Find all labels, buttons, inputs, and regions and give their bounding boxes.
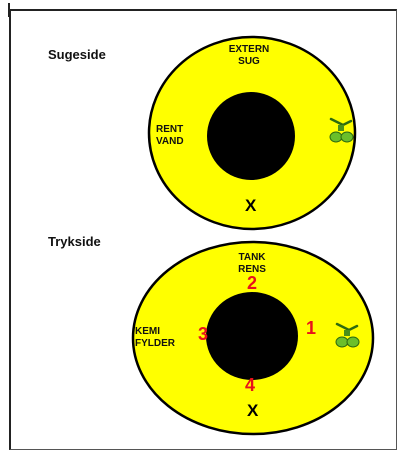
position-4: 4	[245, 375, 256, 395]
pressure-side-title: Trykside	[48, 234, 101, 249]
frame-corner-mark	[8, 3, 10, 17]
suction-dial	[147, 35, 357, 231]
position-1: 1	[306, 318, 317, 338]
suction-left-label: RENT VAND	[156, 124, 184, 147]
suction-side-title: Sugeside	[48, 47, 106, 62]
valve-handle-icon[interactable]	[331, 320, 363, 355]
pressure-top-label: TANK RENS	[238, 252, 266, 275]
position-3: 3	[198, 324, 209, 344]
pressure-left-label: KEMI FYLDER	[135, 326, 175, 349]
diagram-frame	[9, 9, 397, 450]
position-2: 2	[247, 273, 258, 293]
suction-hub	[207, 92, 295, 180]
pressure-hub	[206, 292, 298, 380]
suction-top-label: EXTERN SUG	[228, 44, 270, 67]
valve-handle-icon[interactable]	[325, 115, 357, 150]
pressure-dial	[131, 240, 375, 436]
pressure-bottom-mark: X	[247, 401, 259, 420]
suction-bottom-mark: X	[245, 196, 257, 215]
